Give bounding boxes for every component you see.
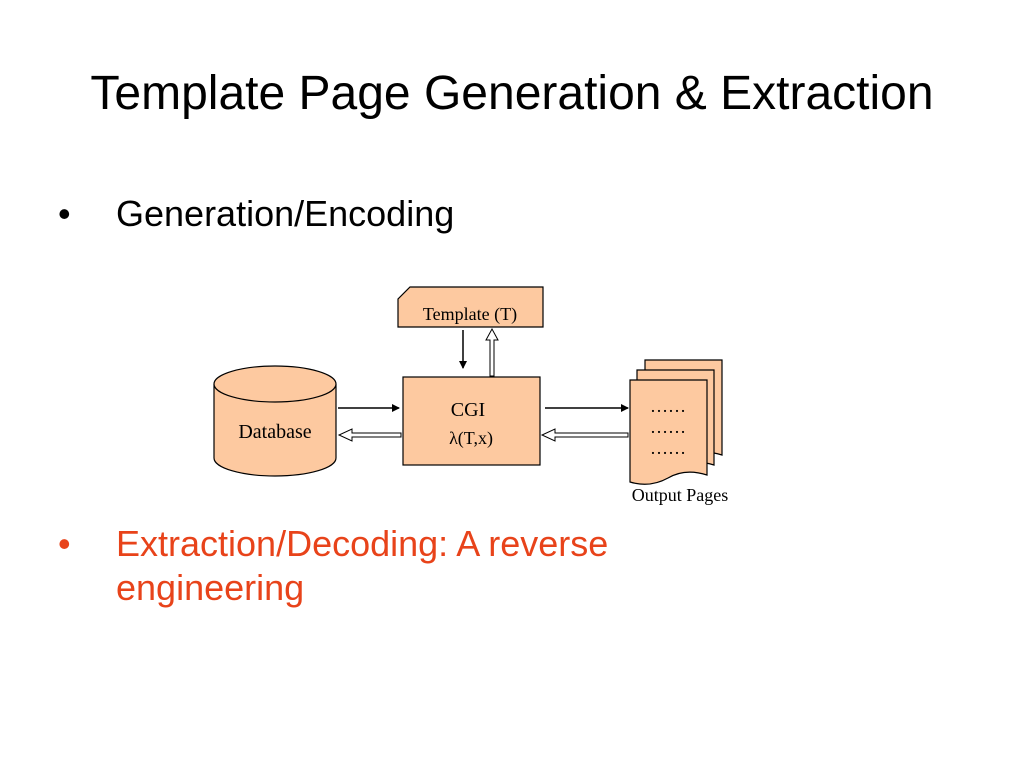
output-to-cgi-arrow <box>540 428 629 442</box>
bullet-marker: • <box>58 193 71 234</box>
database-label: Database <box>238 421 311 443</box>
bullet-extraction: • Extraction/Decoding: A reverse enginee… <box>58 522 776 610</box>
output-dots-2: …… <box>650 417 686 437</box>
database-node: Database <box>213 365 337 477</box>
output-pages-node: …… …… …… <box>629 359 723 485</box>
cgi-function: λ(T,x) <box>449 428 493 449</box>
bullet-text: Extraction/Decoding: A reverse engineeri… <box>116 523 609 608</box>
bullet-generation: • Generation/Encoding <box>58 192 776 236</box>
bullet-text: Generation/Encoding <box>116 193 455 234</box>
template-label: Template (T) <box>423 304 517 325</box>
slide-title: Template Page Generation & Extraction <box>90 67 934 120</box>
output-dots-3: …… <box>650 438 686 458</box>
output-dots-1: …… <box>650 396 686 416</box>
cgi-label: CGI <box>451 399 485 421</box>
cgi-to-database-arrow <box>337 428 402 442</box>
cgi-node: CGI λ(T,x) <box>402 376 541 466</box>
cgi-to-template-arrow <box>485 327 499 377</box>
template-node: Template (T) <box>397 286 544 328</box>
output-pages-caption: Output Pages <box>632 485 729 505</box>
bullet-marker: • <box>58 523 71 564</box>
